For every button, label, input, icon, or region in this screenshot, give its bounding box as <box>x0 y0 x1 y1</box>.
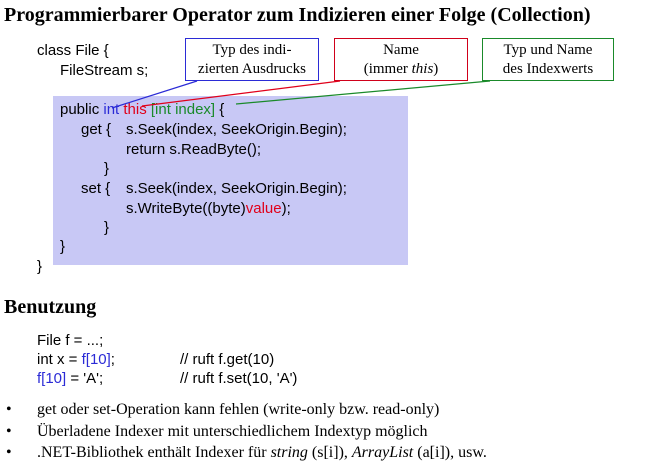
callout-index-type: Typ und Name des Indexwerts <box>482 38 614 81</box>
code-line-field: FileStream s; <box>60 62 149 79</box>
usage-line-decl: File f = ...; <box>37 332 104 349</box>
code-line-class: class File { <box>37 42 109 59</box>
code-set-write: s.WriteByte((byte)value); <box>126 200 291 217</box>
code-set-keyword: set { <box>81 180 111 197</box>
code-get-close: } <box>104 160 110 177</box>
usage-line-get: int x = f[10]; <box>37 351 115 368</box>
callout-name: Name (immer this) <box>334 38 468 81</box>
code-highlight-box <box>53 96 408 265</box>
bullet-marker: • <box>6 423 12 440</box>
usage-heading: Benutzung <box>4 296 97 318</box>
code-set-seek: s.Seek(index, SeekOrigin.Begin); <box>126 180 347 197</box>
usage-line-set: f[10] = 'A'; <box>37 370 104 387</box>
page-title: Programmierbarer Operator zum Indizieren… <box>4 4 591 26</box>
code-indexer-close: } <box>60 238 66 255</box>
usage-comment-get: // ruft f.get(10) <box>180 351 275 368</box>
code-get-keyword: get { <box>81 121 112 138</box>
code-keyword-value: value <box>245 200 282 217</box>
usage-comment-set: // ruft f.set(10, 'A') <box>180 370 298 387</box>
bullet-item-3: .NET-Bibliothek enthält Indexer für stri… <box>37 444 487 461</box>
connector-name <box>141 80 341 107</box>
code-get-return: return s.ReadByte(); <box>126 141 262 158</box>
code-type-int: int <box>103 101 120 118</box>
bullet-item-2: Überladene Indexer mit unterschiedlichem… <box>37 423 428 440</box>
code-keyword-this: this <box>123 101 147 118</box>
bullet-item-1: get oder set-Operation kann fehlen (writ… <box>37 401 440 418</box>
code-class-close: } <box>37 258 43 275</box>
code-keyword-public: public <box>60 101 104 118</box>
code-set-close: } <box>104 219 110 236</box>
bullet-marker: • <box>6 444 12 461</box>
code-get-seek: s.Seek(index, SeekOrigin.Begin); <box>126 121 347 138</box>
bullet-marker: • <box>6 401 12 418</box>
callout-indexed-type: Typ des indi- zierten Ausdrucks <box>185 38 319 81</box>
code-line-indexer-decl: public int this [int index] { <box>60 101 225 118</box>
connector-type <box>111 80 198 109</box>
code-index-param: [int index] <box>150 101 216 118</box>
connector-index <box>235 80 491 105</box>
